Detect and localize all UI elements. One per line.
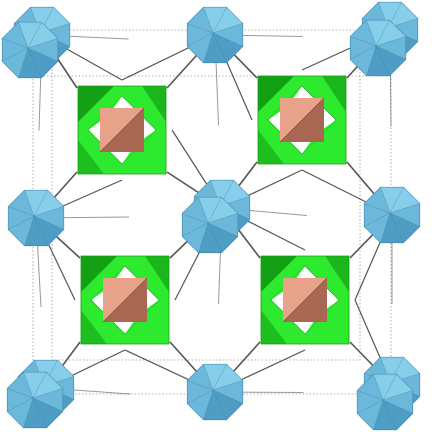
green-corner-facet bbox=[142, 86, 166, 122]
icosahedron bbox=[349, 19, 407, 77]
icosahedron bbox=[6, 371, 64, 429]
octahedron-edge bbox=[279, 97, 325, 143]
green-corner-facet bbox=[325, 256, 349, 292]
icosahedron-facet bbox=[349, 45, 377, 77]
cage-layer bbox=[77, 75, 350, 345]
green-corner-facet bbox=[261, 256, 297, 292]
green-corner-facet bbox=[322, 76, 346, 112]
icosahedron-facet bbox=[186, 32, 214, 64]
green-cage bbox=[260, 255, 350, 345]
icosahedron bbox=[181, 196, 239, 254]
green-corner-facet bbox=[81, 310, 107, 344]
green-corner-facet bbox=[78, 140, 104, 174]
icosahedron bbox=[186, 6, 244, 64]
icosahedron-facet bbox=[7, 215, 35, 247]
icosahedron bbox=[7, 189, 65, 247]
icosahedron-facet bbox=[181, 222, 209, 254]
icosahedron-facet bbox=[1, 47, 29, 79]
icosahedron bbox=[356, 373, 414, 431]
icosahedron bbox=[363, 186, 421, 244]
icosahedron-facet bbox=[356, 399, 384, 431]
green-corner-facet bbox=[258, 130, 284, 164]
green-cage bbox=[257, 75, 347, 165]
green-corner-facet bbox=[78, 86, 114, 122]
green-cage bbox=[77, 85, 167, 175]
octahedron-edge bbox=[282, 277, 328, 323]
icosahedron-facet bbox=[363, 212, 391, 244]
icosahedron-facet bbox=[6, 397, 34, 429]
octahedron-edge bbox=[102, 277, 148, 323]
icosahedron-facet bbox=[186, 389, 214, 421]
green-corner-facet bbox=[261, 310, 287, 344]
octahedron-edge bbox=[99, 107, 145, 153]
green-corner-facet bbox=[81, 256, 117, 292]
icosahedron bbox=[186, 363, 244, 421]
green-corner-facet bbox=[145, 256, 169, 292]
icosahedra-layer bbox=[1, 1, 421, 431]
green-cage bbox=[80, 255, 170, 345]
green-corner-facet bbox=[258, 76, 294, 112]
icosahedron bbox=[1, 21, 59, 79]
